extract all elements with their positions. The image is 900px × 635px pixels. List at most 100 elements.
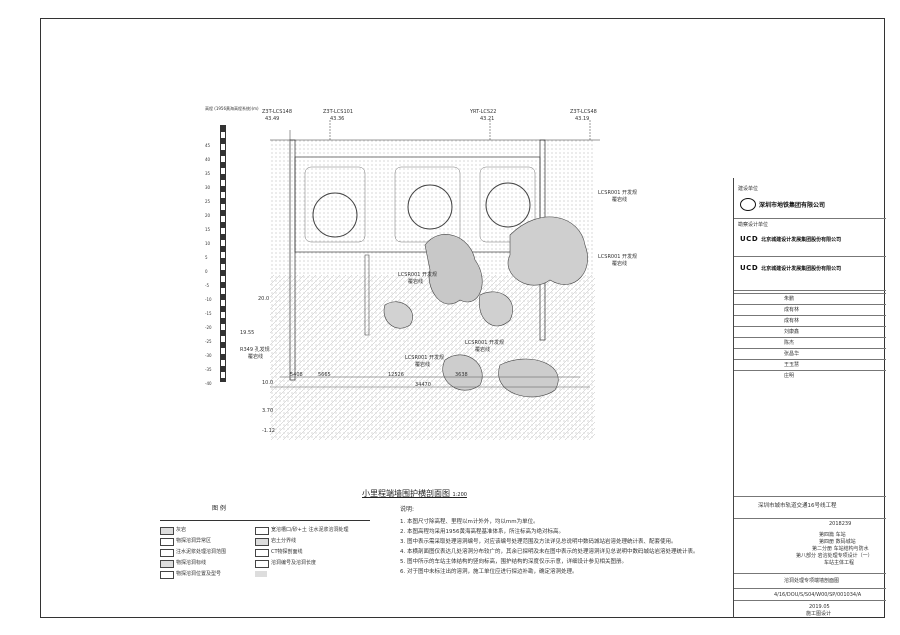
title-block: 建设单位 深圳市地铁集团有限公司 勘察设计单位 UCD 北京城建设计发展集团股份… bbox=[733, 178, 886, 618]
owner-logo: 深圳市地铁集团有限公司 bbox=[740, 198, 825, 211]
signature-name: 成有林 bbox=[784, 318, 800, 324]
depth-label: 20.0 bbox=[258, 296, 270, 302]
point-value: 43.49 bbox=[265, 116, 280, 122]
dimension: 12526 bbox=[388, 372, 404, 378]
legend-swatch bbox=[160, 549, 174, 557]
metro-logo-icon bbox=[740, 198, 756, 211]
date-code: 2018239 bbox=[829, 521, 852, 527]
axis-tick-label: -30 bbox=[205, 353, 212, 358]
axis-tick-label: -35 bbox=[205, 367, 212, 372]
depth-label: 10.0 bbox=[262, 380, 274, 386]
note-6: 6. 对于图中未标注出的溶洞，施工单位应进行探边补勘，确定溶洞处理。 bbox=[400, 569, 578, 575]
signature-row-line bbox=[734, 337, 886, 338]
divider bbox=[734, 573, 886, 574]
axis-tick-label: -5 bbox=[205, 283, 209, 288]
axis-tick-label: -10 bbox=[205, 297, 212, 302]
notes-title: 说明: bbox=[400, 506, 415, 513]
drawing-name: 溶洞处理专项端墙剖面图 bbox=[784, 578, 840, 584]
annotation: R349 孔发规 bbox=[240, 347, 270, 353]
axis-tick-label: 20 bbox=[205, 213, 211, 218]
total-dimension: 34470 bbox=[415, 382, 431, 388]
legend-label: CT物探剖面线 bbox=[271, 549, 303, 555]
divider bbox=[734, 588, 886, 589]
point-name: Z3T-LCS48 bbox=[570, 109, 597, 115]
signature-name: 张昌华 bbox=[784, 351, 800, 357]
annotation-sub: 覆岩线 bbox=[612, 261, 628, 267]
annotation: LCSR001 开发规 bbox=[598, 254, 638, 260]
signature-name: 王玉慧 bbox=[784, 362, 800, 368]
section-scale: 1:200 bbox=[452, 492, 467, 498]
designer-name: 北京城建设计发展集团股份有限公司 bbox=[761, 236, 842, 243]
legend-swatch bbox=[160, 527, 174, 535]
project-name: 深圳市城市轨道交通16号线工程 bbox=[758, 503, 837, 509]
annotation-sub: 覆岩线 bbox=[408, 279, 424, 285]
owner-label: 建设单位 bbox=[738, 186, 759, 192]
elevation-label: 高程 (1956黄海高程系统)(m) bbox=[205, 106, 259, 111]
point-name: Z3T-LCS101 bbox=[323, 109, 353, 115]
divider bbox=[734, 496, 886, 497]
depth-label: 19.55 bbox=[240, 330, 255, 336]
legend-swatch bbox=[160, 571, 174, 579]
legend-label: 物探溶洞标线 bbox=[176, 560, 207, 566]
divider bbox=[734, 518, 886, 519]
ucd-logo: UCD bbox=[740, 264, 759, 272]
axis-tick-label: 40 bbox=[205, 157, 211, 162]
signature-row-line bbox=[734, 304, 886, 305]
section-5: 车站主体工程 bbox=[824, 560, 855, 566]
section-1: 第四篇 车站 bbox=[819, 532, 846, 538]
point-name: Z3T-LCS148 bbox=[262, 109, 292, 115]
signature-row-line bbox=[734, 293, 886, 294]
divider bbox=[734, 600, 886, 601]
annotation-sub: 覆岩线 bbox=[475, 347, 491, 353]
axis-tick-label: -25 bbox=[205, 339, 212, 344]
divider bbox=[734, 290, 886, 291]
signature-name: 刘康鑫 bbox=[784, 329, 800, 335]
annotation: LCSR001 开发规 bbox=[465, 340, 505, 346]
axis-tick-label: 45 bbox=[205, 143, 211, 148]
section-2: 第四册 数码城站 bbox=[819, 539, 856, 545]
dimension: 5665 bbox=[318, 372, 331, 378]
note-2: 2. 本图高程均采用1956黄海高程基准体系，所注标高为绝对标高。 bbox=[400, 529, 564, 535]
divider bbox=[734, 218, 886, 219]
legend-label: 物探溶洞位置及型号 bbox=[176, 571, 222, 577]
legend-swatch bbox=[160, 560, 174, 568]
signature-row-line bbox=[734, 315, 886, 316]
depth-label: -1.12 bbox=[262, 428, 275, 434]
date: 2019.05 bbox=[809, 604, 830, 610]
owner-name: 深圳市地铁集团有限公司 bbox=[759, 202, 826, 209]
axis-tick-label: -20 bbox=[205, 325, 212, 330]
legend-label: 岩土分界线 bbox=[271, 538, 297, 544]
point-name: YRT-LCS22 bbox=[470, 109, 497, 115]
axis-tick-label: -40 bbox=[205, 381, 212, 386]
divider bbox=[734, 256, 886, 257]
legend-label: 溶洞编号及溶洞长度 bbox=[271, 560, 317, 566]
signature-name: 庄明 bbox=[784, 373, 795, 379]
legend-swatch bbox=[255, 549, 269, 557]
stage: 施工图设计 bbox=[806, 611, 832, 617]
depth-label: 3.70 bbox=[262, 408, 274, 414]
designer-logo-1: UCD 北京城建设计发展集团股份有限公司 bbox=[740, 235, 841, 243]
signature-name: 成有林 bbox=[784, 307, 800, 313]
drawing-number: 4/16/DOU/S/S04/W00/SP/001034/A bbox=[774, 592, 862, 598]
legend-swatch bbox=[255, 560, 269, 568]
section-title: 小里程端墙围护横剖面图 1:200 bbox=[362, 488, 467, 499]
signature-row-line bbox=[734, 359, 886, 360]
ucd-logo: UCD bbox=[740, 235, 759, 243]
signature-row-line bbox=[734, 370, 886, 371]
cross-section-drawing bbox=[270, 120, 600, 440]
signature-row-line bbox=[734, 348, 886, 349]
point-value: 43.21 bbox=[480, 116, 495, 122]
annotation: LCSR001 开发规 bbox=[398, 272, 438, 278]
legend-swatch bbox=[255, 538, 269, 546]
annotation-sub: 覆岩线 bbox=[612, 197, 628, 203]
legend-label: 灰岩 bbox=[176, 527, 187, 533]
note-1: 1. 本图尺寸除高程、里程以m计外外，均以mm为单位。 bbox=[400, 519, 539, 525]
legend-swatch bbox=[255, 527, 269, 535]
axis-tick-label: 30 bbox=[205, 185, 211, 190]
axis-tick-label: -15 bbox=[205, 311, 212, 316]
designer-label: 勘察设计单位 bbox=[738, 222, 769, 228]
annotation: LCSR001 开发规 bbox=[598, 190, 638, 196]
annotation: LCSR001 开发规 bbox=[405, 355, 445, 361]
note-3: 3. 图中表示需采取处理溶洞编号，对应该编号处理范围及方法详见总说明中数码城站岩… bbox=[400, 539, 677, 545]
legend-title: 图 例 bbox=[212, 505, 226, 512]
